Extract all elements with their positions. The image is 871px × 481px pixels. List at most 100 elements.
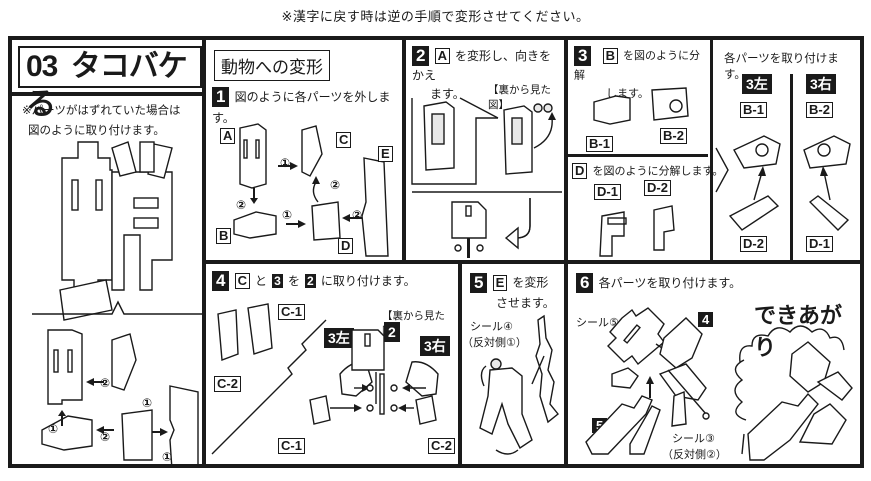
step-4-badge: 4 xyxy=(212,270,230,291)
step-3-flow-arrow xyxy=(715,147,729,193)
step-6-sticker-bottom: シール③ xyxy=(672,432,715,445)
step-2-part: A xyxy=(434,48,450,64)
step-4-text-to: と xyxy=(255,274,268,288)
step-3-d-illustration xyxy=(599,205,675,257)
step-3-right-divider xyxy=(790,74,793,260)
step-6-label-4: 4 xyxy=(698,312,714,327)
step-4-badge-2: 2 xyxy=(305,273,316,288)
step-5-part: E xyxy=(492,274,508,291)
mode-label: 動物への変形 xyxy=(214,50,330,81)
divider xyxy=(12,92,202,96)
panel-step-3: 3 B を図のように分解 します。 B-1 B-2 D を図のように分解します。… xyxy=(568,40,860,260)
step-3-part-d: D xyxy=(572,162,588,179)
step-3-attach-text: 各パーツを取り付けます。 xyxy=(724,51,839,81)
step-6-header: 6 各パーツを取り付けます。 xyxy=(576,272,741,293)
step-6-sticker-top: シール⑤ xyxy=(576,316,619,329)
step-2-badge: 2 xyxy=(412,46,430,66)
panel-step-6: 6 各パーツを取り付けます。 シール⑤ 4 5 シール③ （反対側②） できあが… xyxy=(568,264,860,464)
step-5-badge: 5 xyxy=(470,272,488,293)
step-2-text-line1: を変形し、向きをかえ xyxy=(412,49,552,83)
step-2-header: 2 A を変形し、向きをかえ ます。 xyxy=(412,46,562,103)
step-1-header: 1 図のように各パーツを外します。 xyxy=(212,86,402,126)
step-5-sticker: シール④ xyxy=(470,320,513,333)
part-label-d2: D-2 xyxy=(644,180,671,196)
step-4-right-badge: 3右 xyxy=(420,336,450,356)
divider-arrow xyxy=(32,300,202,315)
instruction-frame: 03 タコバケる ※パーツがはずれていた場合は 図のように取り付けます。 xyxy=(8,36,864,468)
step-1-illustration xyxy=(233,123,389,257)
step-1-badge: 1 xyxy=(212,86,230,107)
part-label-b2: B-2 xyxy=(660,128,687,144)
complete-label: できあがり xyxy=(754,303,843,360)
panel-step-1: 動物への変形 1 図のように各パーツを外します。 A C E B D ① ② ②… xyxy=(206,40,402,260)
part-label-e: E xyxy=(378,146,393,162)
step-1-circled-1a: ① xyxy=(280,156,291,170)
step-4-part-c1-top: C-1 xyxy=(278,304,305,320)
step-3-b-illustration xyxy=(593,87,689,125)
step-1-circled-1b: ① xyxy=(282,208,293,222)
title-number: 03 xyxy=(26,50,58,83)
step-4-header: 4 C と 3 を 2 に取り付けます。 xyxy=(212,270,416,291)
step-4-center-badge: 2 xyxy=(384,322,400,342)
reassembly-step-2b: ② xyxy=(100,430,111,444)
reassembly-step-2a: ② xyxy=(100,376,111,390)
step-2-view-note: 【裏から見た図】 xyxy=(488,84,551,111)
title-box: 03 タコバケる xyxy=(18,46,202,121)
step-4-part-c1-bottom: C-1 xyxy=(278,438,305,454)
panel-step-2: 2 A を変形し、向きをかえ ます。 【裏から見た図】 xyxy=(406,40,564,260)
step-3-text-d: を図のように分解します。 xyxy=(592,164,724,178)
step-1-circled-2c: ② xyxy=(352,208,363,222)
step-1-circled-2a: ② xyxy=(330,178,341,192)
step-3-part-b: B xyxy=(602,48,618,64)
step-1-text: 図のように各パーツを外します。 xyxy=(212,90,391,125)
step-1-circled-2b: ② xyxy=(236,198,247,212)
step-6-illustration xyxy=(585,307,853,461)
step-5-text-line2: させます。 xyxy=(496,296,555,310)
step-3-vertical-divider xyxy=(710,40,713,260)
step-5-header: 5 E を変形 させます。 xyxy=(470,272,564,313)
step-5-sticker-note: （反対側①） xyxy=(462,336,527,349)
part-label-c: C xyxy=(336,132,352,148)
reassembly-step-1a: ① xyxy=(142,396,153,410)
reattach-note-line2: 図のように取り付けます。 xyxy=(28,123,165,137)
part-label-d1: D-1 xyxy=(594,184,621,200)
step-4-left-badge: 3左 xyxy=(324,328,354,348)
step-3-left-part-bottom: D-2 xyxy=(740,236,767,252)
panel-step-5: 5 E を変形 させます。 シール④ （反対側①） xyxy=(462,264,564,464)
step-5-text-line1: を変形 xyxy=(512,275,549,290)
reassembly-illustration xyxy=(41,329,199,464)
step-2-text-line2: ます。 xyxy=(430,87,465,101)
step-4-part-c2-bottom: C-2 xyxy=(428,438,455,454)
kanji-form-illustration xyxy=(59,141,173,321)
step-3-text-b-line1: を図のように分解 xyxy=(574,49,701,82)
step-3-left-badge: 3左 xyxy=(742,74,772,94)
step-6-text: 各パーツを取り付けます。 xyxy=(598,276,742,290)
reassembly-step-1b: ① xyxy=(48,422,59,436)
step-5-illustration xyxy=(479,314,559,455)
reattach-note-line1: ※パーツがはずれていた場合は xyxy=(22,103,181,117)
step-4-part-c: C xyxy=(234,272,250,289)
step-3-badge: 3 xyxy=(574,46,592,66)
panel-title: 03 タコバケる ※パーツがはずれていた場合は 図のように取り付けます。 xyxy=(12,40,202,464)
step-3-left-part-top: B-1 xyxy=(740,102,767,118)
step-4-badge-3: 3 xyxy=(272,273,283,288)
reattach-note: ※パーツがはずれていた場合は 図のように取り付けます。 xyxy=(22,100,202,140)
step-6-badge: 6 xyxy=(576,272,594,293)
step-3-right-part-top: B-2 xyxy=(806,102,833,118)
step-3-right-part-bottom: D-1 xyxy=(806,236,833,252)
step-3-d-header: D を図のように分解します。 xyxy=(572,160,723,179)
step-4-part-c2-top: C-2 xyxy=(214,376,241,392)
step-4-illustration xyxy=(211,303,439,455)
reassembly-step-1c: ① xyxy=(162,450,173,464)
part-label-b1: B-1 xyxy=(586,136,613,152)
part-label-b: B xyxy=(216,228,232,244)
step-4-text-wo: を xyxy=(287,274,300,288)
panel-step-4: 4 C と 3 を 2 に取り付けます。 【裏から見た図】 C-1 C-2 3左… xyxy=(206,264,458,464)
step-2-illustration xyxy=(411,97,562,258)
top-note: ※漢字に戻す時は逆の手順で変形させてください。 xyxy=(281,10,590,25)
step-3-attach-illustration xyxy=(728,135,851,231)
step-4-text-rest: に取り付けます。 xyxy=(320,274,416,288)
part-label-a: A xyxy=(220,128,236,144)
step-3-divider xyxy=(568,154,708,157)
part-label-d: D xyxy=(338,238,354,254)
